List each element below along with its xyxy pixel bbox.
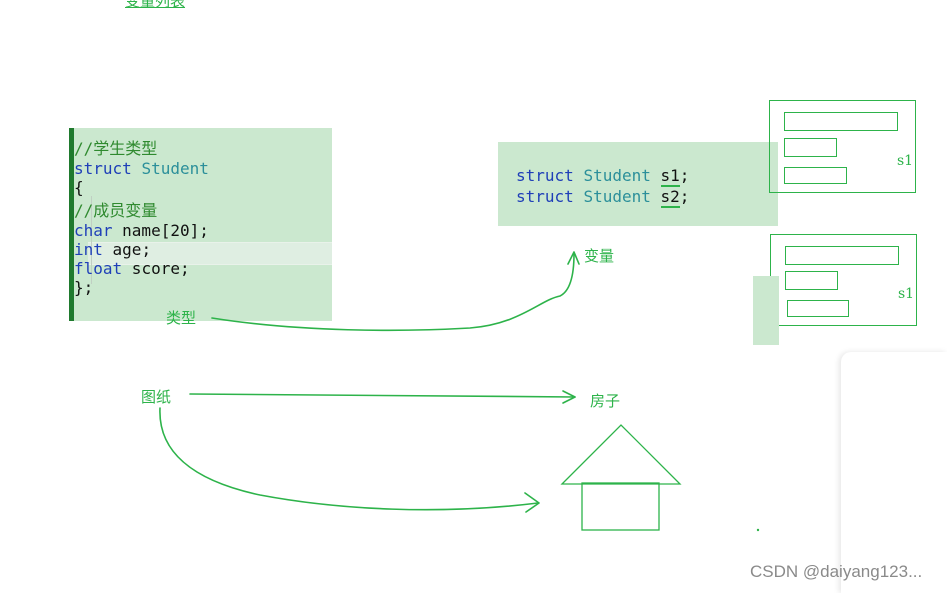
arrowhead [567, 251, 580, 265]
arrow-type-to-variable [211, 253, 575, 332]
code-keyword: struct [74, 159, 132, 178]
memory-field-score [784, 167, 847, 184]
code-type: Student [583, 166, 651, 185]
code-keyword: float [74, 259, 123, 278]
selection-strip [753, 276, 779, 345]
code-text: ; [679, 166, 690, 185]
arrowhead [524, 492, 540, 513]
memory-field-age [784, 138, 837, 157]
memory-field-age [785, 271, 838, 290]
memory-field-name [784, 112, 898, 131]
memory-field-score [787, 300, 849, 317]
watermark: CSDN @daiyang123... [750, 562, 923, 581]
code-text: score; [122, 259, 190, 278]
type-label: 类型 [166, 309, 197, 327]
top-label: 变量列表 [125, 0, 186, 10]
arrowhead [562, 390, 576, 404]
arrow-blueprint-to-house [189, 393, 576, 398]
code-text: ; [679, 187, 690, 206]
code-comment: //成员变量 [74, 201, 158, 220]
code-brace: }; [74, 278, 94, 297]
current-line-highlight [88, 242, 332, 265]
code-text: name[20]; [112, 221, 209, 240]
variable-declaration-code: struct Student s1; struct Student s2; [498, 142, 778, 226]
memory-field-name [785, 246, 899, 265]
code-type: Student [583, 187, 651, 206]
memory-box-label: s1 [897, 153, 914, 169]
struct-definition-code [69, 128, 332, 321]
code-keyword: int [74, 240, 103, 259]
indent-guide [91, 196, 92, 284]
house-label: 房子 [590, 392, 621, 410]
house-roof-icon [560, 424, 682, 485]
code-text: age; [102, 240, 152, 259]
arrow-blueprint-to-house-curve [159, 407, 539, 511]
code-type: Student [141, 159, 209, 178]
code-brace: { [74, 178, 84, 197]
house-body-icon [581, 482, 660, 531]
code-keyword: struct [516, 187, 574, 206]
blueprint-label: 图纸 [141, 388, 172, 406]
memory-box-label: s1 [898, 286, 915, 302]
code-keyword: char [74, 221, 113, 240]
code-keyword: struct [516, 166, 574, 185]
code-comment: //学生类型 [74, 139, 158, 158]
code-lines: //学生类型 struct Student { //成员变量 char name… [74, 135, 332, 315]
side-card [841, 352, 947, 593]
variable-label: 变量 [584, 247, 615, 265]
memory-box-1: s1 [769, 100, 916, 193]
variable-name-s1: s1 [660, 166, 680, 187]
variable-name-s2: s2 [660, 187, 680, 208]
